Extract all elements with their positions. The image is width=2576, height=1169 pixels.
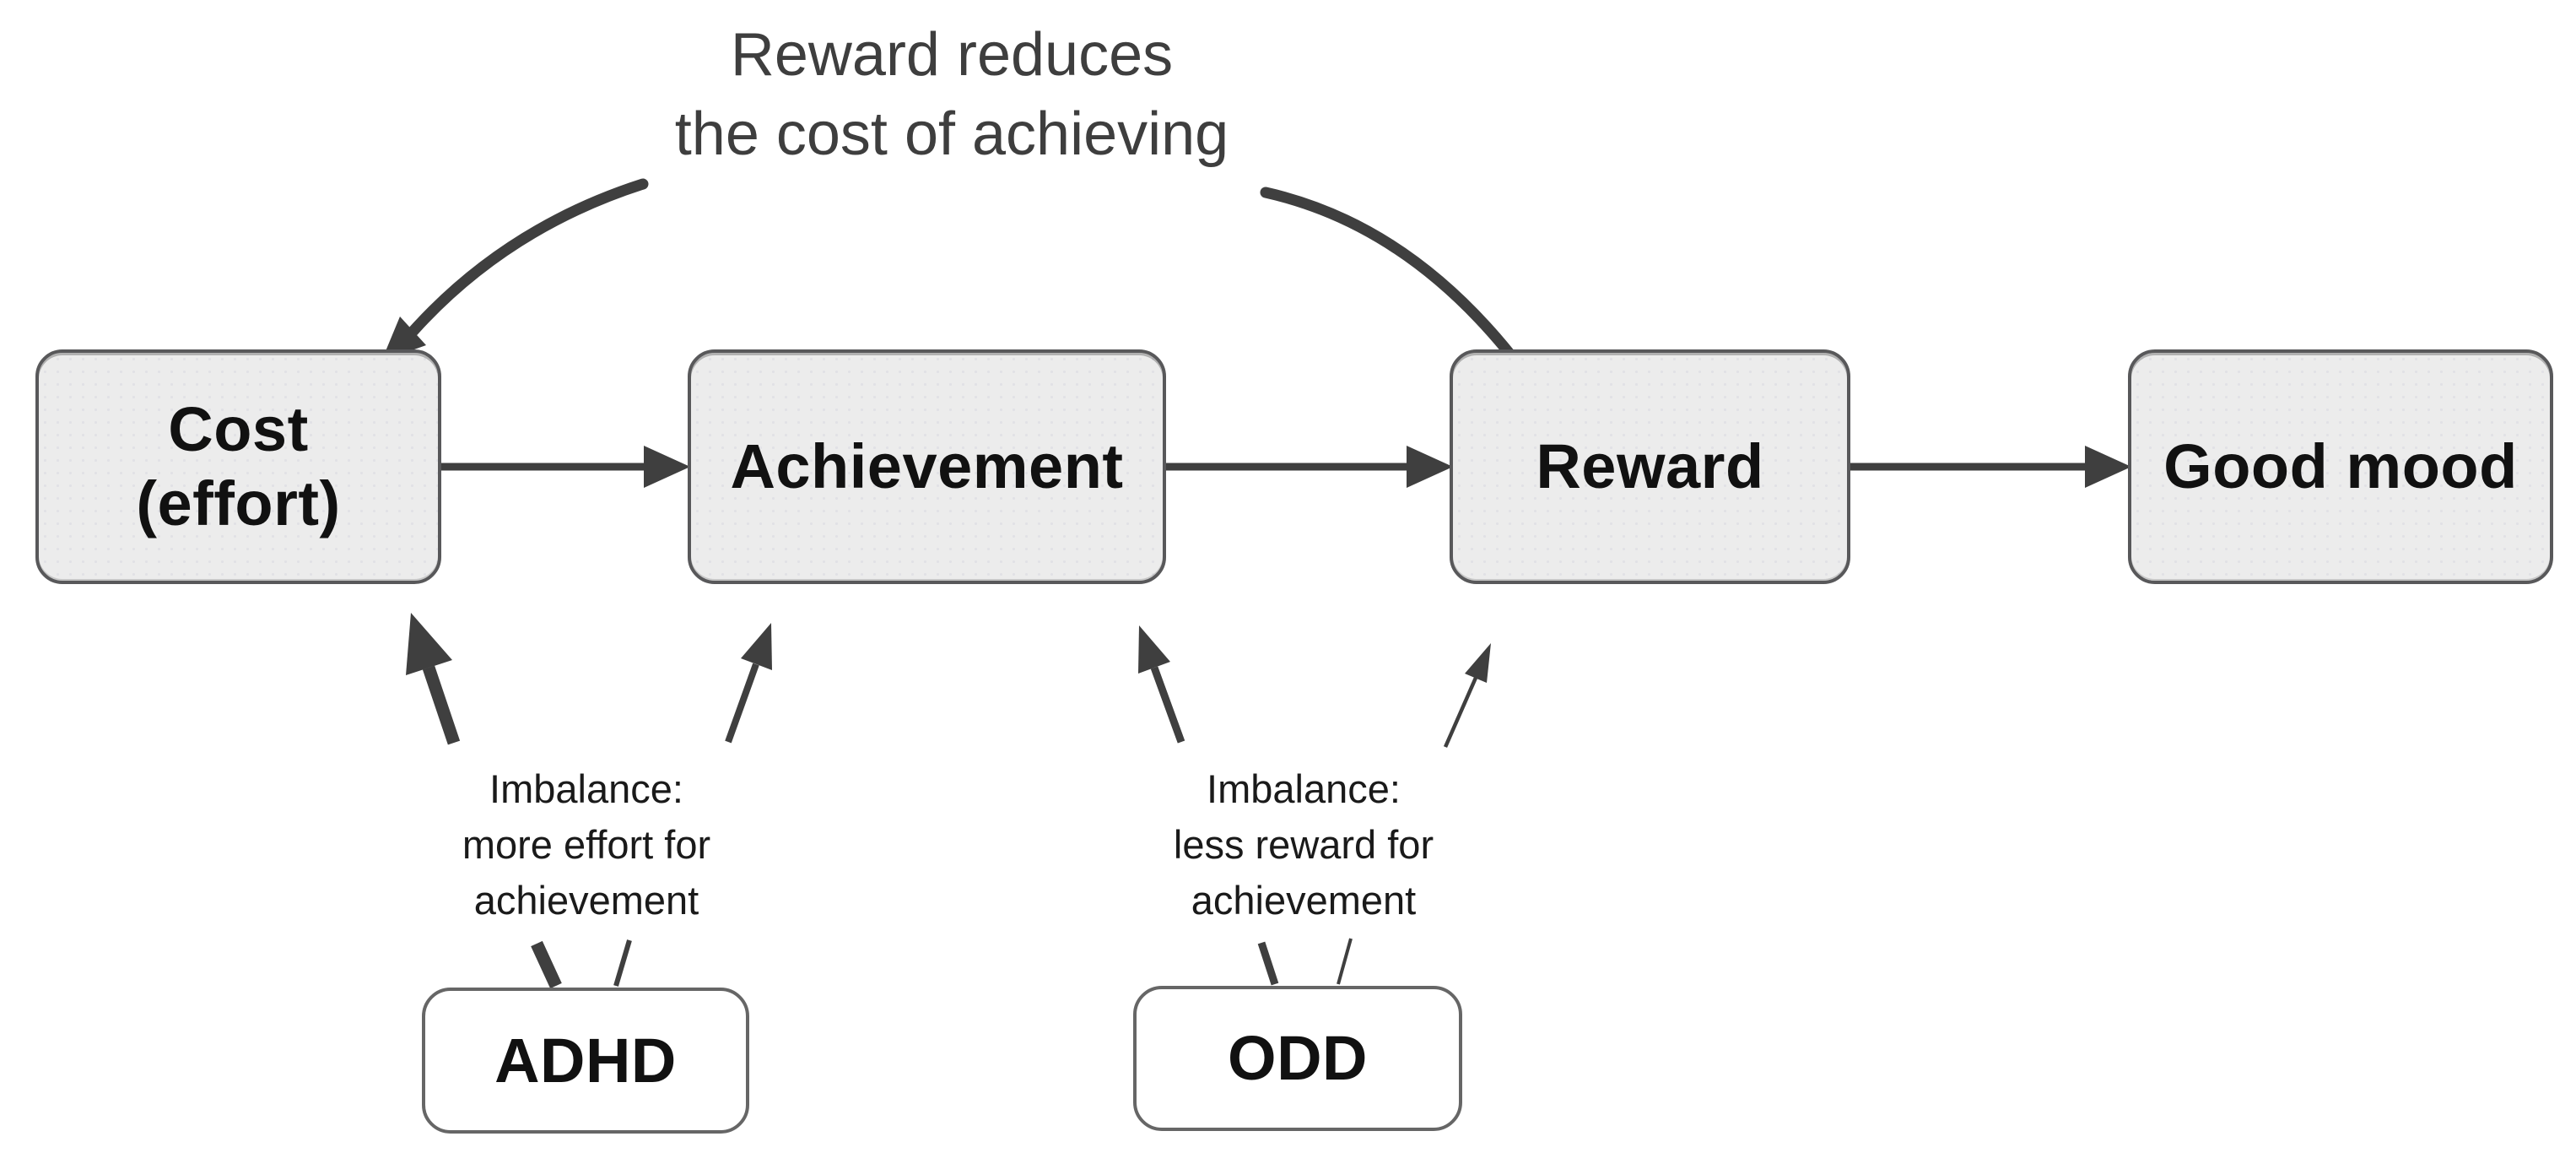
feedback-label-line1: Reward reduces	[730, 21, 1174, 89]
node-reward-label: Reward	[1536, 431, 1764, 501]
node-cost-label-line2: (effort)	[136, 468, 341, 538]
feedback-label: Reward reduces the cost of achieving	[530, 15, 1374, 174]
imbalance-left-line2: more effort for	[462, 822, 711, 867]
imbalance-left-arrow-to-cost-head	[406, 613, 452, 675]
node-reward: Reward	[1450, 349, 1850, 584]
imbalance-left-arrow-to-cost-shaft	[422, 665, 461, 745]
imbalance-left-arrow-to-achievement-head	[741, 623, 772, 670]
imbalance-right-arrow-to-reward-head	[1465, 643, 1491, 683]
odd-connector-right	[1337, 938, 1353, 985]
odd-connector-left	[1257, 941, 1279, 986]
arrow-cost-to-achievement-head	[644, 446, 690, 488]
imbalance-right-line2: less reward for	[1173, 822, 1434, 867]
arrow-achievement-to-reward-head	[1407, 446, 1453, 488]
imbalance-right-text: Imbalance: less reward for achievement	[1050, 761, 1557, 928]
imbalance-left-text: Imbalance: more effort for achievement	[333, 761, 840, 928]
node-odd: ODD	[1133, 986, 1462, 1131]
node-cost-label: Cost (effort)	[136, 392, 340, 541]
imbalance-left-line3: achievement	[473, 878, 699, 923]
imbalance-right-line1: Imbalance:	[1207, 766, 1401, 811]
imbalance-right-line3: achievement	[1191, 878, 1417, 923]
feedback-curve-left-segment	[408, 178, 649, 337]
node-adhd-label: ADHD	[494, 1025, 677, 1096]
arrow-reward-to-goodmood-head	[2085, 446, 2131, 488]
imbalance-left-arrow-to-achievement-shaft	[725, 663, 759, 744]
adhd-connector-right	[613, 939, 632, 987]
adhd-connector-left	[531, 940, 562, 989]
imbalance-left-line1: Imbalance:	[489, 766, 683, 811]
node-adhd: ADHD	[422, 988, 749, 1134]
feedback-curve-right-segment	[1260, 187, 1516, 360]
node-achievement: Achievement	[688, 349, 1166, 584]
imbalance-right-arrow-to-achievement-head	[1138, 625, 1170, 674]
node-cost-label-line1: Cost	[168, 394, 309, 464]
node-good-mood: Good mood	[2128, 349, 2553, 584]
imbalance-right-arrow-to-reward-shaft	[1443, 677, 1478, 748]
node-odd-label: ODD	[1228, 1023, 1368, 1093]
feedback-label-line2: the cost of achieving	[674, 100, 1229, 168]
node-good-mood-label: Good mood	[2163, 431, 2518, 501]
node-achievement-label: Achievement	[730, 431, 1124, 501]
node-cost: Cost (effort)	[35, 349, 441, 584]
imbalance-right-arrow-to-achievement-shaft	[1150, 666, 1185, 744]
